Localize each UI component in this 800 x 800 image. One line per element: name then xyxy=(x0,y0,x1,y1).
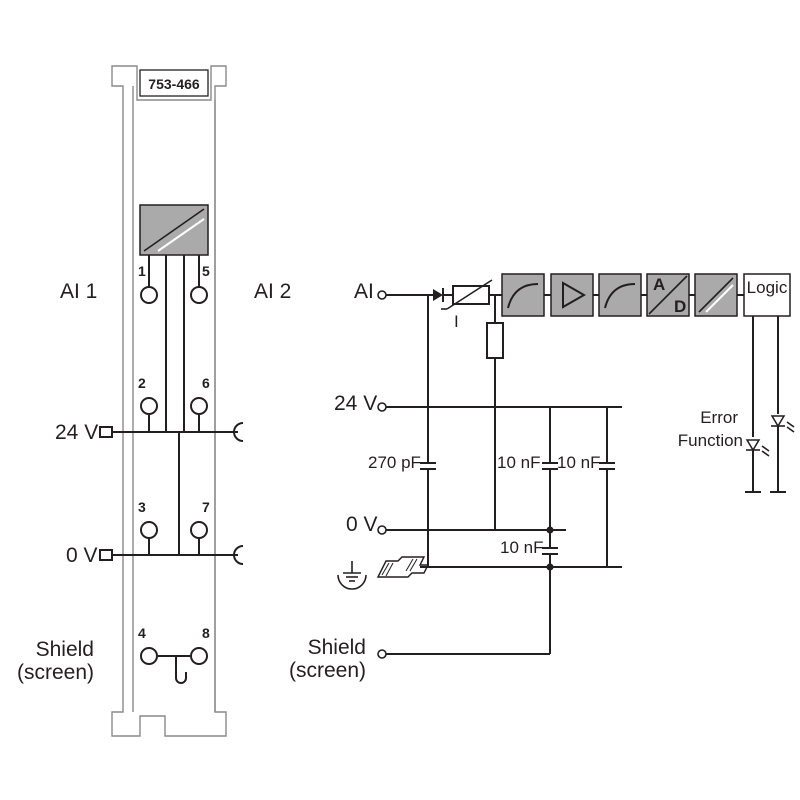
schematic-shield-label-line1: Shield xyxy=(308,636,366,659)
isolation-diagonal-white xyxy=(705,284,734,313)
channel-ai1-label: AI 1 xyxy=(60,280,97,303)
status-led-wiring xyxy=(745,316,795,493)
terminal-2[interactable] xyxy=(140,397,158,415)
function-led-icon xyxy=(770,415,786,428)
amplifier-triangle xyxy=(562,281,587,309)
converter-diagonal xyxy=(143,208,205,252)
function-label: Function xyxy=(678,431,743,450)
shunt-resistor xyxy=(486,322,504,359)
filter-block-2 xyxy=(598,273,642,317)
module-shield-label-line2: (screen) xyxy=(17,661,94,684)
adc-label-a: A xyxy=(653,275,665,294)
schematic-0v-label: 0 V xyxy=(346,513,378,536)
connector-0v-right xyxy=(233,545,244,565)
cap-270pf-label: 270 pF xyxy=(368,453,421,472)
schematic-24v-label: 24 V xyxy=(334,392,377,415)
terminal-label-7: 7 xyxy=(202,499,210,515)
din-rail-icon xyxy=(376,556,430,578)
terminal-label-4: 4 xyxy=(138,625,146,641)
schematic-shield-label-line2: (screen) xyxy=(289,659,366,682)
ai-input-terminal[interactable] xyxy=(377,290,387,300)
cap-10nf-a-label: 10 nF xyxy=(497,453,540,472)
cap-10nf-b-label: 10 nF xyxy=(557,453,600,472)
part-number: 753-466 xyxy=(148,76,200,92)
current-symbol: I xyxy=(454,312,459,331)
logic-label: Logic xyxy=(747,278,788,297)
connector-24v-left xyxy=(99,426,113,438)
filter-block-1 xyxy=(501,273,545,317)
terminal-7[interactable] xyxy=(190,521,208,539)
terminal-5[interactable] xyxy=(190,286,208,304)
adc-label-d: D xyxy=(674,297,686,316)
terminal-label-1: 1 xyxy=(138,263,146,279)
terminal-6[interactable] xyxy=(190,397,208,415)
earth-ground-icon xyxy=(337,561,367,590)
module-internal-wiring xyxy=(113,255,238,684)
amplifier-block xyxy=(550,273,594,317)
logic-block xyxy=(743,273,791,317)
part-number-plate xyxy=(139,69,209,97)
rail-0v-wiring xyxy=(386,526,622,655)
connector-0v-left xyxy=(99,549,113,561)
shield-terminal[interactable] xyxy=(377,649,387,659)
cap-10nf-c-label: 10 nF xyxy=(500,538,543,557)
terminal-label-8: 8 xyxy=(202,625,210,641)
rail-0v-terminal[interactable] xyxy=(377,525,387,535)
error-label: Error xyxy=(700,408,738,427)
converter-diagonal-white xyxy=(157,218,205,252)
module-housing xyxy=(111,65,227,737)
terminal-label-5: 5 xyxy=(202,263,210,279)
terminal-3[interactable] xyxy=(140,521,158,539)
module-shield-label-line1: Shield xyxy=(36,638,94,661)
terminal-8[interactable] xyxy=(190,647,208,665)
connector-24v-right xyxy=(233,422,244,442)
schematic-ai-label: AI xyxy=(354,280,374,303)
rail-24v-terminal[interactable] xyxy=(377,402,387,412)
terminal-label-2: 2 xyxy=(138,375,146,391)
module-0v-label: 0 V xyxy=(66,544,98,567)
isolation-diagonal xyxy=(698,277,734,313)
channel-ai2-label: AI 2 xyxy=(254,280,291,303)
terminal-4[interactable] xyxy=(140,647,158,665)
rail-24v-wiring xyxy=(386,406,622,567)
module-24v-label: 24 V xyxy=(55,421,98,444)
terminal-label-3: 3 xyxy=(138,499,146,515)
error-led-icon xyxy=(745,439,761,452)
input-diode-symbol xyxy=(433,289,443,301)
adc-diagonal xyxy=(648,275,688,315)
filter-curve-1 xyxy=(507,283,539,309)
terminal-label-6: 6 xyxy=(202,375,210,391)
filter-curve-2 xyxy=(604,283,636,309)
terminal-1[interactable] xyxy=(140,286,158,304)
input-path xyxy=(386,279,504,567)
